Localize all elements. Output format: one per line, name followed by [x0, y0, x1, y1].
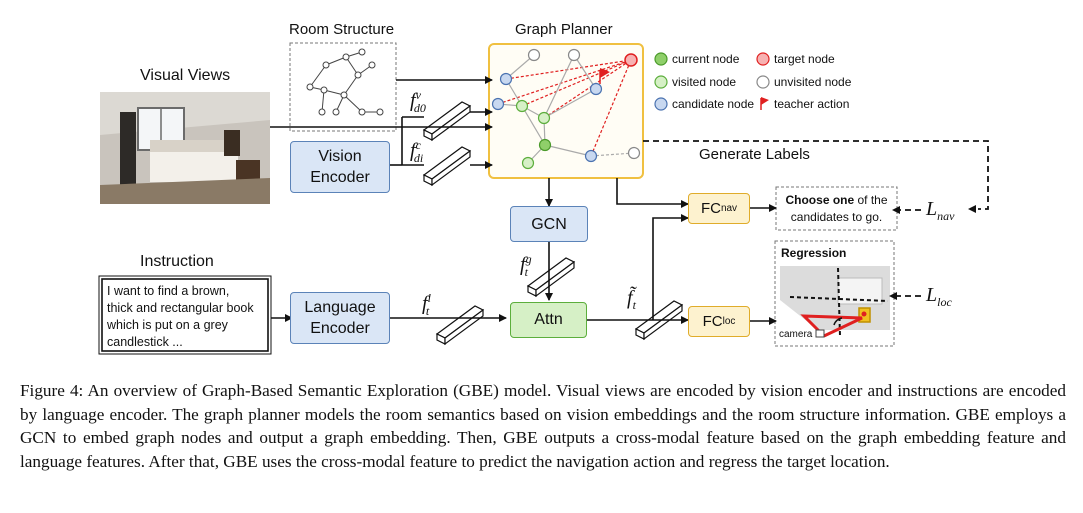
gcn-block: GCN [510, 206, 588, 242]
instruction-label: Instruction [140, 253, 214, 270]
feature-f-tilde-t: f̃t [627, 287, 636, 312]
gbe-model-diagram: Visual Views Room Structure Graph Planne… [98, 21, 989, 355]
instruction-line-1: I want to find a brown, [107, 284, 230, 298]
graph-planner-label: Graph Planner [515, 21, 613, 38]
legend-candidate-node: candidate node [672, 97, 755, 111]
legend-target-node: target node [774, 52, 835, 66]
camera-label: camera [779, 329, 813, 340]
feature-f-c-di: fcdi [410, 138, 424, 165]
vision-encoder-line2: Encoder [310, 169, 370, 186]
fc-loc-main: FC [702, 313, 723, 330]
feature-vectors [422, 101, 684, 346]
vision-encoder-line1: Vision [318, 148, 362, 165]
figure-caption: Figure 4: An overview of Graph-Based Sem… [20, 381, 1066, 471]
regression-photo [780, 266, 890, 338]
instruction-line-3: which is put on a grey [107, 318, 228, 332]
loss-l-loc: Lloc [926, 284, 952, 309]
fc-nav-sub: nav [720, 203, 738, 214]
fc-loc-sub: loc [722, 316, 736, 327]
room-structure-label: Room Structure [289, 21, 395, 38]
feature-f-g-t: fgt [520, 252, 532, 279]
language-encoder-block: Language Encoder [290, 292, 390, 344]
diagram-connectors [98, 42, 989, 355]
regression-label: Regression [781, 246, 847, 260]
loss-l-nav: Lnav [926, 198, 955, 223]
room-structure-graph [306, 48, 384, 116]
instruction-line-4: candlestick ... [107, 335, 183, 349]
feature-f-v-d0: fvd0 [410, 88, 426, 115]
fc-nav-main: FC [700, 200, 721, 217]
legend-visited-node: visited node [672, 75, 737, 89]
nav-output-text: Choose one of the candidates to go. [776, 192, 897, 226]
nav-output-bold: Choose one [785, 193, 855, 207]
legend-markers [654, 52, 770, 111]
vision-encoder-block: Vision Encoder [290, 141, 390, 193]
bedroom-photo [100, 92, 270, 204]
instruction-text: I want to find a brown, thick and rectan… [107, 283, 254, 351]
feature-f-l-t: flt [422, 291, 431, 318]
graph-planner-graph [491, 48, 641, 170]
generate-labels-label: Generate Labels [699, 146, 810, 163]
legend-unvisited-node: unvisited node [774, 75, 852, 89]
nav-output-rest: of the [854, 193, 888, 207]
legend-teacher-action: teacher action [774, 97, 850, 111]
nav-output-line2: candidates to go. [790, 210, 883, 224]
visual-views-label: Visual Views [140, 67, 231, 84]
language-encoder-line2: Encoder [310, 320, 370, 337]
language-encoder-line1: Language [304, 299, 376, 316]
attn-block: Attn [510, 302, 587, 338]
instruction-line-2: thick and rectangular book [107, 301, 254, 315]
legend-current-node: current node [672, 52, 740, 66]
